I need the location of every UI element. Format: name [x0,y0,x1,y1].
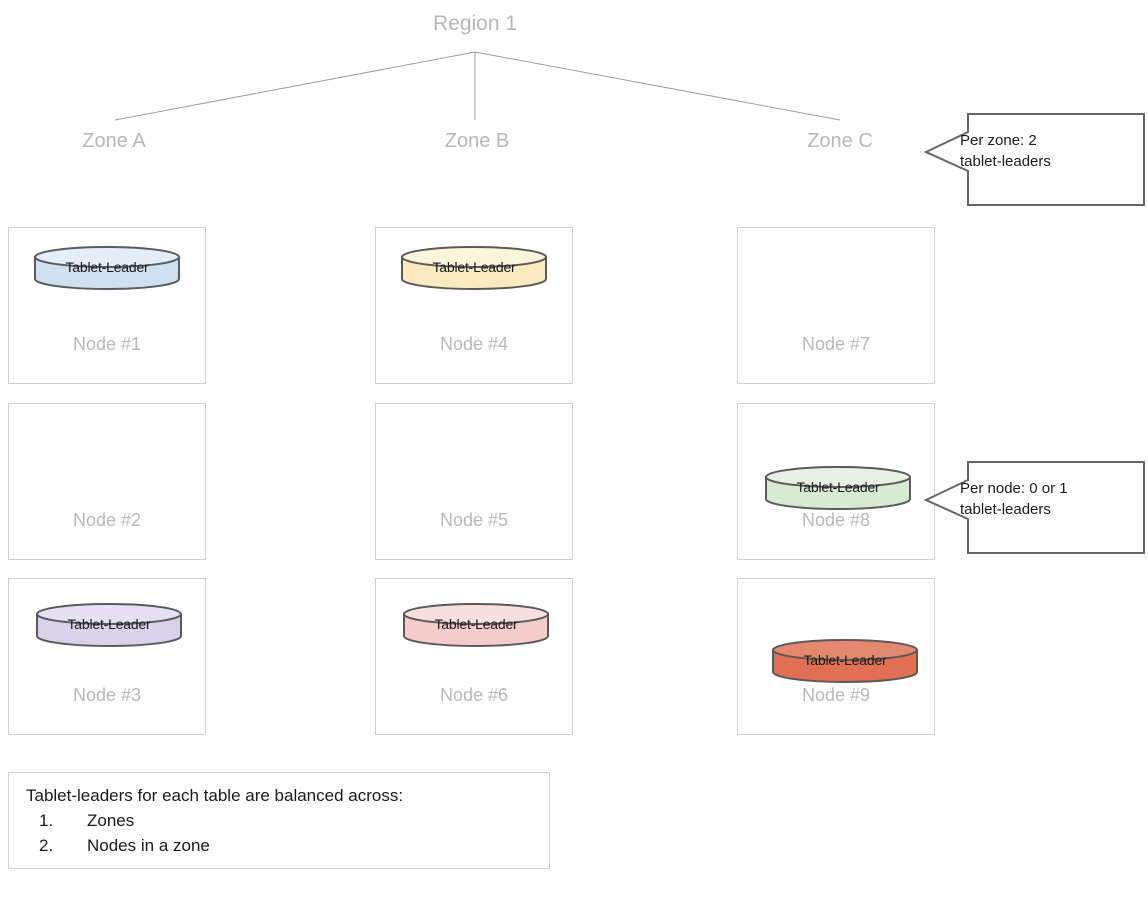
legend-box: Tablet-leaders for each table are balanc… [8,772,550,869]
legend-item-2-text: Nodes in a zone [87,836,210,855]
tablet-leader-label-6: Tablet-Leader [434,616,518,632]
legend-item-1-text: Zones [87,811,135,830]
tablet-leader-label-4: Tablet-Leader [432,259,516,275]
callout-per-zone: Per zone: 2 tablet-leaders [924,113,1146,207]
node-label-2: Node #2 [72,510,142,530]
node-label-9: Node #9 [801,685,871,705]
tablet-leader-cylinder-1: Tablet-Leader [33,246,181,290]
callout-per-zone-text: Per zone: 2 tablet-leaders [960,132,1051,170]
node-box-4: Tablet-Leader Node #4 [375,227,573,384]
node-label-1: Node #1 [72,334,142,354]
zone-label-c: Zone C [807,130,873,152]
callout-per-node-text: Per node: 0 or 1 tablet-leaders [960,480,1068,518]
legend-title: Tablet-leaders for each table are balanc… [26,786,404,805]
tablet-leader-cylinder-8: Tablet-Leader [764,466,912,510]
node-box-2: Node #2 [8,403,206,560]
tablet-leader-label-1: Tablet-Leader [65,259,149,275]
node-box-9: Tablet-Leader Node #9 [737,578,935,735]
node-label-6: Node #6 [439,685,509,705]
node-box-5: Node #5 [375,403,573,560]
region-label: Region 1 [432,12,518,35]
tablet-leader-cylinder-6: Tablet-Leader [402,603,550,647]
node-box-1: Tablet-Leader Node #1 [8,227,206,384]
callout-per-node: Per node: 0 or 1 tablet-leaders [924,461,1146,555]
node-label-8: Node #8 [801,510,871,530]
zone-label-b: Zone B [444,130,510,152]
tablet-leader-label-8: Tablet-Leader [796,479,880,495]
node-box-7: Node #7 [737,227,935,384]
node-box-8: Tablet-Leader Node #8 [737,403,935,560]
tablet-leader-label-9: Tablet-Leader [803,652,887,668]
node-label-5: Node #5 [439,510,509,530]
tablet-leader-label-3: Tablet-Leader [67,616,151,632]
tablet-leader-cylinder-3: Tablet-Leader [35,603,183,647]
node-label-4: Node #4 [439,334,509,354]
node-box-3: Tablet-Leader Node #3 [8,578,206,735]
zone-label-a: Zone A [82,130,146,152]
legend-item-1-number: 1. [39,811,54,830]
tablet-leader-cylinder-4: Tablet-Leader [400,246,548,290]
legend-item-2-number: 2. [39,836,54,855]
node-label-7: Node #7 [801,334,871,354]
tablet-leader-cylinder-9: Tablet-Leader [771,639,919,683]
node-label-3: Node #3 [72,685,142,705]
node-box-6: Tablet-Leader Node #6 [375,578,573,735]
